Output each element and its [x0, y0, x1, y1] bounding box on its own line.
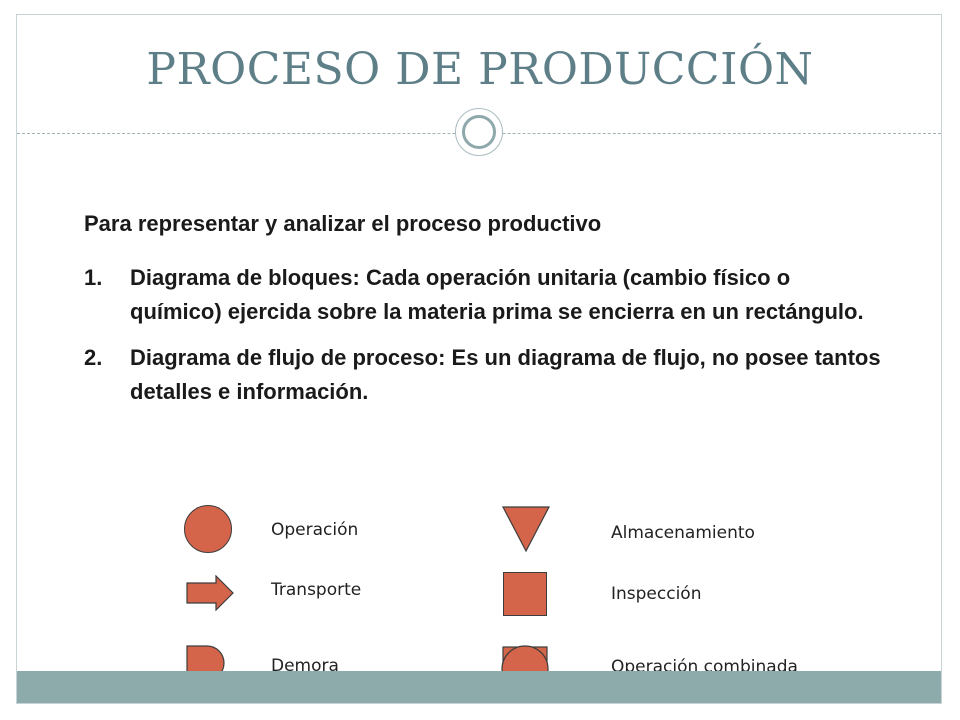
operation-circle-icon: [184, 505, 232, 553]
list-number: 1.: [84, 265, 103, 290]
divider-ring-icon: [455, 108, 503, 156]
legend-label-inspeccion: Inspección: [611, 584, 702, 604]
inspection-square-icon: [503, 572, 547, 616]
legend-label-transporte: Transporte: [271, 580, 362, 600]
list-text: Diagrama de bloques: Cada operación unit…: [130, 265, 864, 324]
list-item: 1. Diagrama de bloques: Cada operación u…: [84, 261, 884, 329]
legend-label-almacenamiento: Almacenamiento: [611, 523, 755, 543]
slide-title: PROCESO DE PRODUCCIÓN: [146, 44, 814, 95]
footer-band: [17, 671, 941, 703]
legend-label-operacion: Operación: [271, 520, 359, 540]
list-number: 2.: [84, 345, 103, 370]
intro-text: Para representar y analizar el proceso p…: [84, 211, 602, 236]
list-text: Diagrama de flujo de proceso: Es un diag…: [130, 345, 881, 404]
slide-frame: [16, 14, 942, 704]
list-item: 2. Diagrama de flujo de proceso: Es un d…: [84, 341, 884, 409]
slide-body: Para representar y analizar el proceso p…: [84, 207, 884, 421]
storage-triangle-icon: [502, 506, 550, 552]
transport-arrow-icon: [186, 575, 234, 611]
